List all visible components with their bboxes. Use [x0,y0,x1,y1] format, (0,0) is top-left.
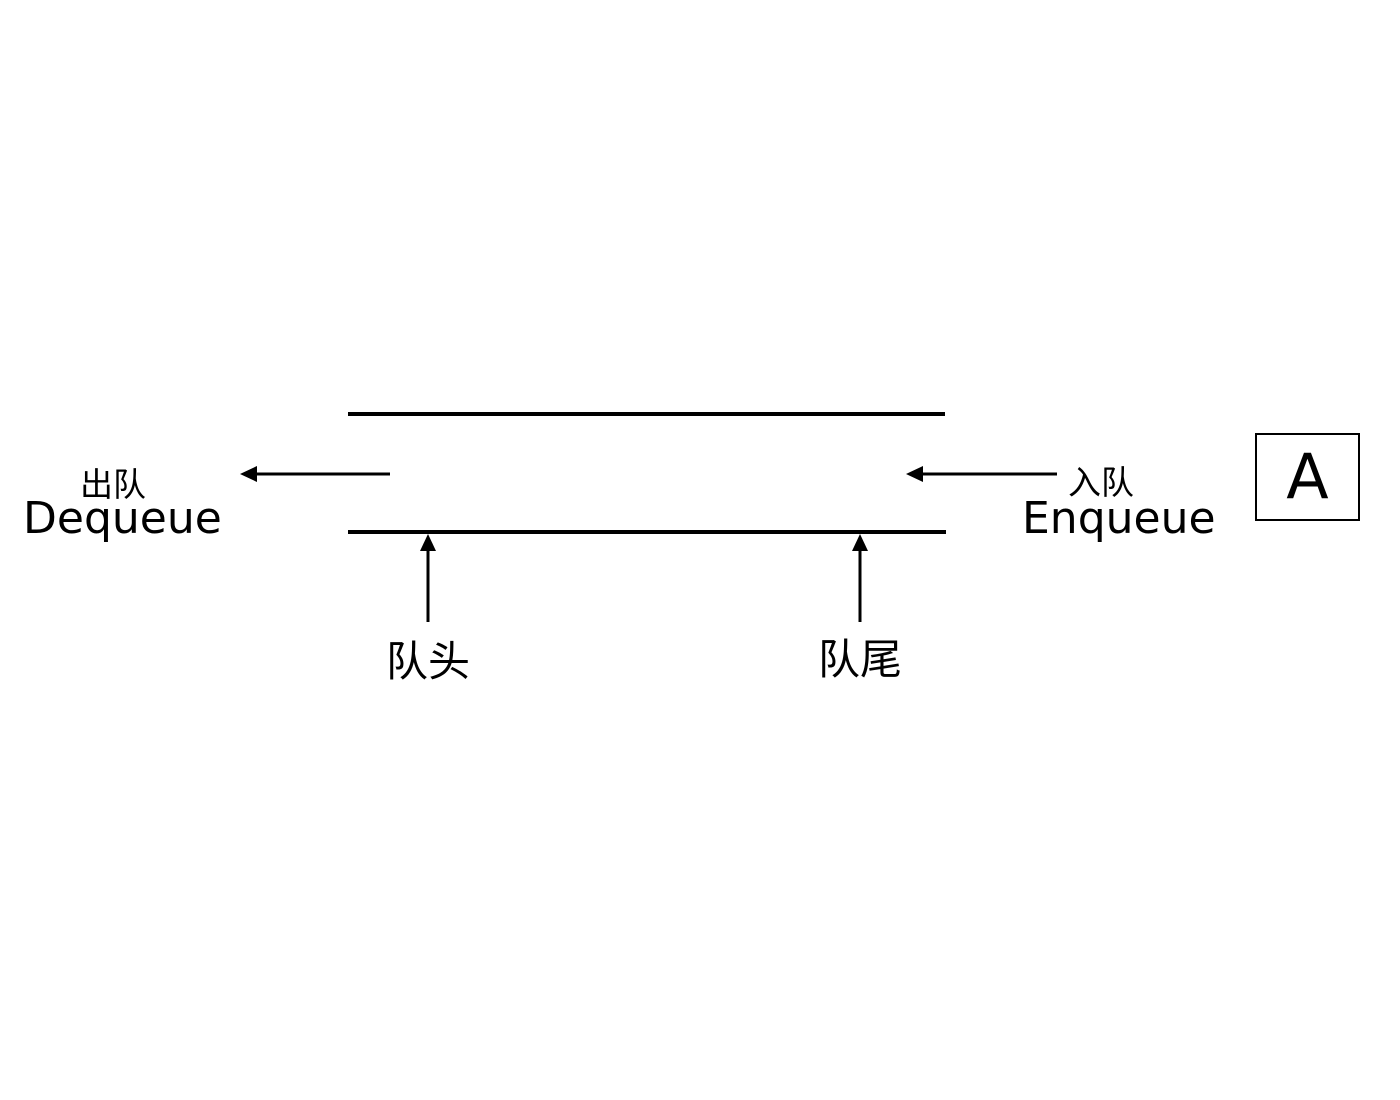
head-label: 队头 [386,637,471,686]
enqueue-en-label: Enqueue [1022,493,1216,544]
enqueue-arrow [906,466,1057,482]
dequeue-zh-label: 出队 [80,465,146,504]
dequeue-arrow [240,466,390,482]
enqueue-zh-label: 入队 [1068,463,1134,502]
head-pointer-arrow [420,534,436,622]
incoming-element-label: A [1286,440,1329,513]
tail-pointer-arrow [852,534,868,622]
incoming-element-box: A [1255,433,1360,521]
tail-label: 队尾 [818,635,903,684]
dequeue-en-label: Dequeue [23,493,222,544]
